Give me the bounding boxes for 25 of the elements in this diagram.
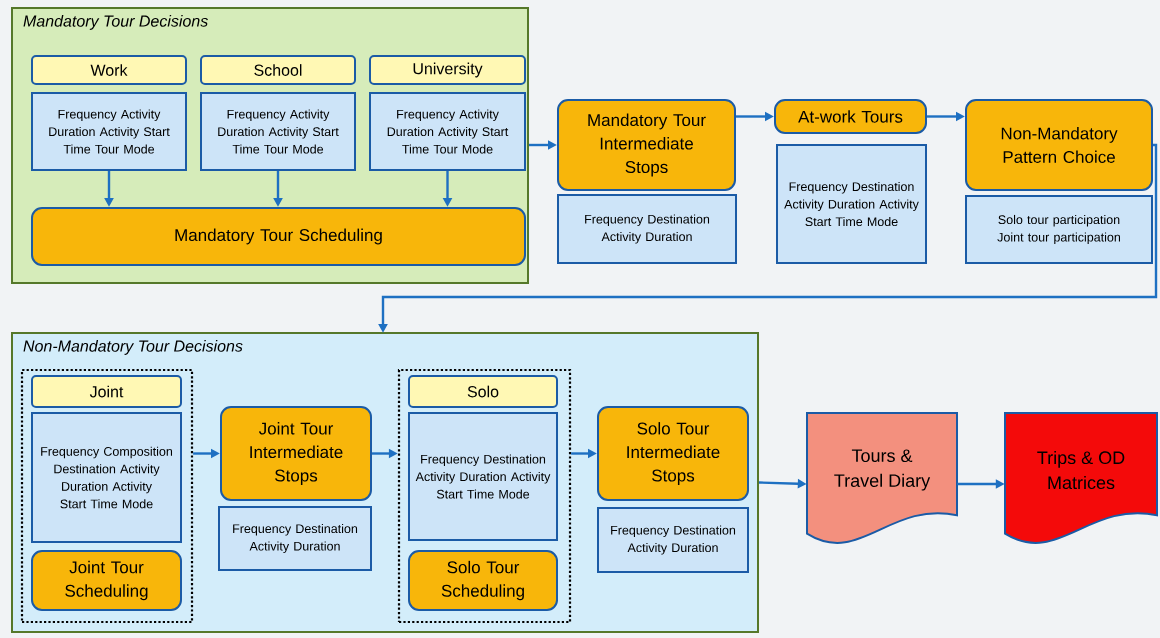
process-box: Solo Tour Intermediate Stops (597, 406, 749, 501)
process-box: Joint Tour Intermediate Stops (220, 406, 372, 501)
attribute-list-box: Frequency Composition Destination Activity Duration Activity Start Time Mode (31, 412, 182, 543)
attribute-list-box: Frequency Activity Duration Activity Start Time Tour Mode (31, 92, 187, 171)
dotted-group-box (20, 368, 194, 624)
attribute-list-box: Frequency Destination Activity Duration Activity Start Time Mode (776, 144, 927, 264)
category-header: University (369, 55, 526, 85)
attribute-list-box: Frequency Destination Activity Duration (597, 507, 749, 573)
process-box: Mandatory Tour Scheduling (31, 207, 526, 266)
category-header: School (200, 55, 356, 85)
category-header: Joint (31, 375, 182, 408)
dotted-group-box (397, 368, 572, 624)
attribute-list-box: Frequency Activity Duration Activity Start Time Tour Mode (369, 92, 526, 171)
attribute-list-box: Frequency Destination Activity Duration (557, 194, 737, 264)
attribute-list-box: Solo tour participation Joint tour participation (965, 195, 1153, 264)
process-box: At-work Tours (774, 99, 927, 134)
attribute-list-box: Frequency Destination Activity Duration Activity Start Time Mode (408, 412, 558, 541)
category-header: Solo (408, 375, 558, 408)
process-box: Mandatory Tour Intermediate Stops (557, 99, 736, 191)
category-header: Work (31, 55, 187, 85)
attribute-list-box: Frequency Destination Activity Duration (218, 506, 372, 571)
process-box: Joint Tour Scheduling (31, 550, 182, 611)
attribute-list-box: Frequency Activity Duration Activity Start Time Tour Mode (200, 92, 356, 171)
process-box: Non-Mandatory Pattern Choice (965, 99, 1153, 191)
process-box: Solo Tour Scheduling (408, 550, 558, 611)
